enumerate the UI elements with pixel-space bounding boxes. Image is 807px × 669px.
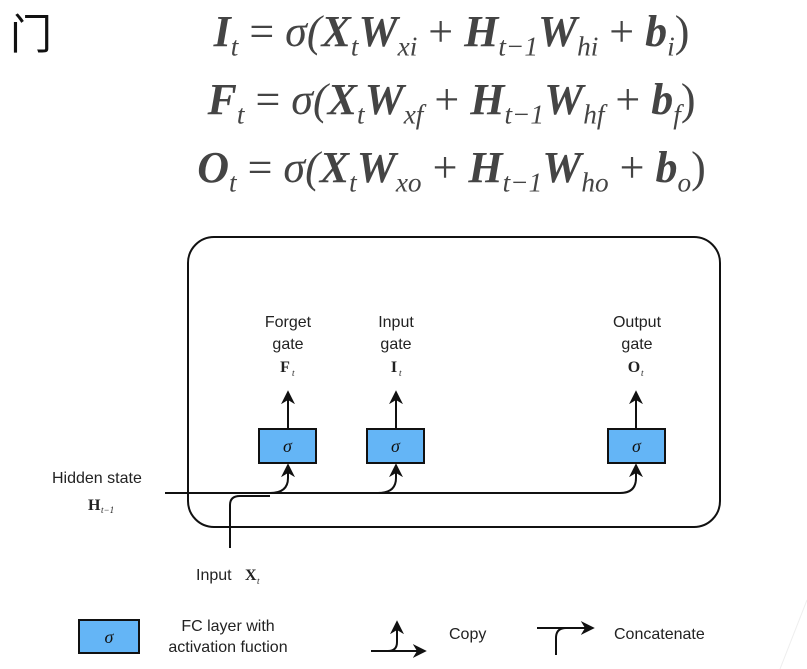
equation-output-gate: Ot = σ(XtWxo + Ht−1Who + bo) [197,143,706,198]
output-gate-label-line1: Output [613,314,662,331]
forget-gate: σ Forget gate F t [258,314,317,464]
input-gate-label-line2: gate [380,336,411,353]
output-gate-symbol: O [628,359,640,376]
input-symbol-sub: t [257,576,260,586]
section-heading: 门 [10,10,53,59]
legend-fc-box [78,619,140,654]
output-gate: σ Output gate O t [607,314,666,464]
forget-gate-input-arrow [269,463,295,494]
copy-icon [371,620,427,658]
output-gate-label-line2: gate [621,336,652,353]
legend-fc-label-line2: activation fuction [168,639,287,656]
input-gate: σ Input gate I t [366,314,425,464]
output-gate-sigma: σ [632,436,642,456]
forget-gate-symbol: F [280,359,290,376]
forget-gate-symbol-sub: t [292,368,295,378]
input-label: Input [196,567,232,584]
equation-forget-gate: Ft = σ(XtWxf + Ht−1Whf + bf) [207,75,696,130]
hidden-state-label: Hidden state [52,470,142,487]
forget-gate-label-line2: gate [272,336,303,353]
decorative-line [779,599,807,669]
cell-boundary [187,236,721,528]
input-gate-label-line1: Input [378,314,414,331]
hidden-state-line [165,463,643,494]
legend-copy-label: Copy [449,626,486,643]
hidden-state-symbol-sub: t−1 [101,505,114,515]
legend-fc-label-line1: FC layer with [181,618,274,635]
hidden-state-symbol: H [88,497,101,514]
output-gate-symbol-sub: t [641,368,644,378]
legend-fc-sigma: σ [105,627,115,647]
forget-gate-label-line1: Forget [265,314,312,331]
forget-gate-sigma: σ [283,436,293,456]
input-gate-sigma: σ [391,436,401,456]
concatenate-icon [537,621,595,655]
input-gate-symbol: I [391,359,397,376]
output-gate-fc-box [607,428,666,464]
legend: σ FC layer with activation fuction Copy … [78,618,705,658]
legend-concatenate-label: Concatenate [614,626,705,643]
input-gate-symbol-sub: t [399,368,402,378]
input-x-line [229,495,270,548]
equation-input-gate: It = σ(XtWxi + Ht−1Whi + bi) [213,7,690,62]
input-gate-input-arrow [377,463,403,494]
input-symbol: X [245,567,257,584]
input-gate-fc-box [366,428,425,464]
